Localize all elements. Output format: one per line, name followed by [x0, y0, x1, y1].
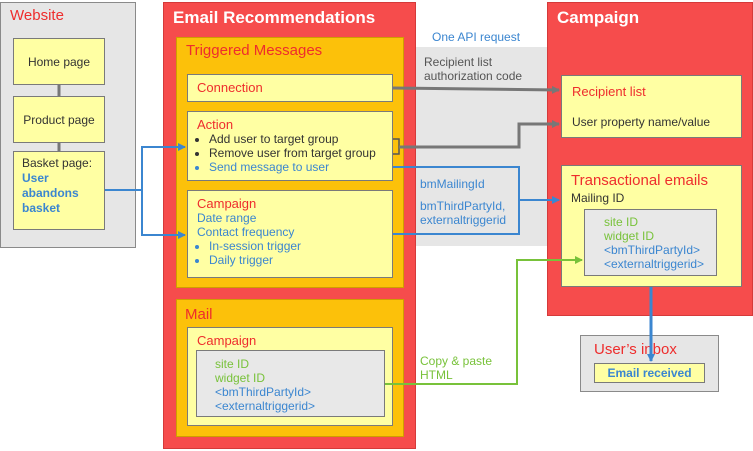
thirdparty-line-1: bmThirdPartyId,: [420, 199, 506, 213]
action-list: Add user to target group Remove user fro…: [197, 132, 392, 174]
auth-code-line-1: Recipient list: [424, 55, 493, 69]
basket-page-box: Basket page: User abandons basket: [13, 151, 105, 230]
recipient-list-detail: User property name/value: [572, 115, 711, 129]
mail-title: Mail: [185, 306, 213, 323]
contact-frequency-label: Contact frequency: [197, 225, 295, 239]
action-title: Action: [197, 117, 234, 132]
action-item-remove: Remove user from target group: [209, 146, 392, 160]
trans-widget-id: widget ID: [604, 229, 655, 243]
trigger-list: In-session trigger Daily trigger: [197, 239, 392, 267]
website-title: Website: [10, 7, 64, 24]
copy-paste-label: Copy & paste HTML: [420, 354, 492, 382]
connection-box: Connection: [187, 74, 393, 102]
product-page-box: Product page: [13, 96, 105, 143]
api-request-header: One API request: [432, 30, 521, 44]
copy-paste-line-1: Copy & paste: [420, 354, 493, 368]
auth-code-label: Recipient list authorization code: [424, 55, 522, 83]
recipient-list-title: Recipient list: [572, 84, 646, 99]
trigger-item-daily: Daily trigger: [209, 253, 392, 267]
thirdparty-label: bmThirdPartyId, externaltriggerid: [420, 199, 506, 227]
mail-site-id: site ID: [215, 357, 250, 371]
email-recommendations-title: Email Recommendations: [173, 8, 376, 27]
mail-widget-id: widget ID: [215, 371, 266, 385]
action-item-send: Send message to user: [209, 160, 392, 174]
triggered-messages-title: Triggered Messages: [186, 42, 323, 59]
copy-paste-line-2: HTML: [420, 368, 453, 382]
mail-campaign-title: Campaign: [197, 333, 257, 348]
home-page-box: Home page: [13, 38, 105, 85]
transactional-html-box: site ID widget ID <bmThirdPartyId> <exte…: [584, 209, 717, 276]
mail-externaltriggerid: <externaltriggerid>: [215, 399, 316, 413]
date-range-label: Date range: [197, 211, 257, 225]
action-box: Action Add user to target group Remove u…: [187, 111, 393, 181]
send-to-transactional-arrow: [393, 166, 560, 204]
action-item-add: Add user to target group: [209, 132, 392, 146]
basket-to-action-arrow: [105, 143, 186, 191]
basket-line-1: User: [22, 171, 49, 185]
basket-page-title: Basket page:: [22, 156, 93, 170]
basket-to-campaign-arrow: [141, 190, 186, 239]
mailing-id-text: Mailing ID: [571, 191, 625, 205]
trans-thirdparty-id: <bmThirdPartyId>: [604, 243, 701, 257]
action-to-property-arrow: [399, 120, 560, 149]
email-received-box: Email received: [594, 363, 705, 383]
trigger-item-in-session: In-session trigger: [209, 239, 392, 253]
trans-site-id: site ID: [604, 215, 639, 229]
mail-html-box: site ID widget ID <bmThirdPartyId> <exte…: [196, 350, 385, 417]
campaign-panel-title: Campaign: [557, 8, 640, 27]
trigger-campaign-title: Campaign: [197, 196, 257, 211]
connection-title: Connection: [197, 80, 263, 95]
thirdparty-line-2: externaltriggerid: [420, 213, 507, 227]
inbox-title: User’s inbox: [594, 341, 677, 358]
copy-paste-arrow: [385, 256, 583, 385]
action-bracket: [393, 138, 400, 155]
campaign-to-transactional-line: [393, 200, 520, 235]
connection-to-recipient-arrow: [392, 85, 560, 94]
trigger-campaign-box: Campaign Date range Contact frequency In…: [187, 190, 393, 278]
mail-thirdparty-id: <bmThirdPartyId>: [215, 385, 312, 399]
auth-code-line-2: authorization code: [424, 69, 523, 83]
trans-externaltriggerid: <externaltriggerid>: [604, 257, 705, 271]
mailing-id-label: bmMailingId: [420, 177, 485, 191]
transactional-emails-title: Transactional emails: [571, 172, 708, 189]
basket-line-2: abandons: [22, 186, 79, 200]
recipient-list-box: Recipient list User property name/value: [561, 75, 742, 138]
basket-line-3: basket: [22, 201, 61, 215]
